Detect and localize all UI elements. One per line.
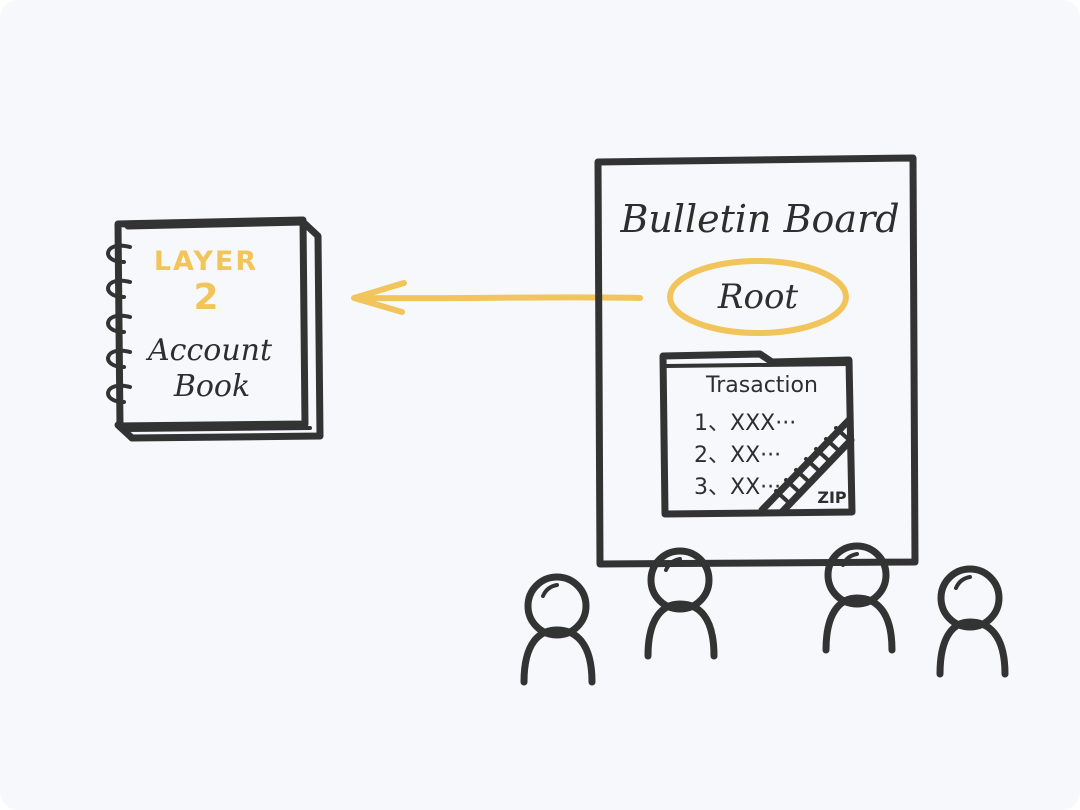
zip-label: ZIP — [817, 488, 847, 507]
arrow-shaft — [353, 294, 643, 302]
layer-number: 2 — [193, 277, 218, 318]
zipper-icon — [758, 416, 855, 516]
folder-title: Trasaction — [705, 373, 818, 398]
account-book-title-line1: Account — [145, 333, 273, 368]
root-highlight-ellipse — [667, 258, 849, 336]
person-icon — [936, 565, 1009, 678]
notebook-cover — [114, 216, 309, 430]
transaction-folder: Trasaction 1、XXX··· 2、XX··· 3、XX··· ZIP — [659, 350, 856, 518]
bulletin-board: Bulletin Board Root Trasaction 1、XXX··· … — [594, 154, 919, 568]
transaction-item-2: 2、XX··· — [694, 443, 781, 468]
folder-tab-line — [664, 362, 850, 368]
account-book: LAYER 2 Account Book — [106, 216, 324, 442]
audience — [520, 542, 1009, 686]
bulletin-board-title: Bulletin Board — [619, 197, 899, 241]
account-book-title-line2: Book — [173, 369, 250, 404]
transaction-item-1: 1、XXX··· — [694, 411, 796, 436]
folder-outline — [659, 350, 856, 518]
arrow-head-icon — [351, 280, 407, 315]
notebook-page-edge — [126, 426, 312, 432]
person-icon — [644, 547, 718, 660]
bulletin-board-frame — [594, 154, 919, 568]
person-icon — [520, 573, 596, 686]
layer-label: LAYER — [154, 246, 258, 277]
person-icon — [822, 542, 896, 654]
transaction-item-3: 3、XX··· — [694, 475, 781, 500]
root-label: Root — [717, 277, 799, 317]
arrow-root-to-book — [351, 280, 643, 315]
spiral-binding-icon — [106, 243, 132, 404]
